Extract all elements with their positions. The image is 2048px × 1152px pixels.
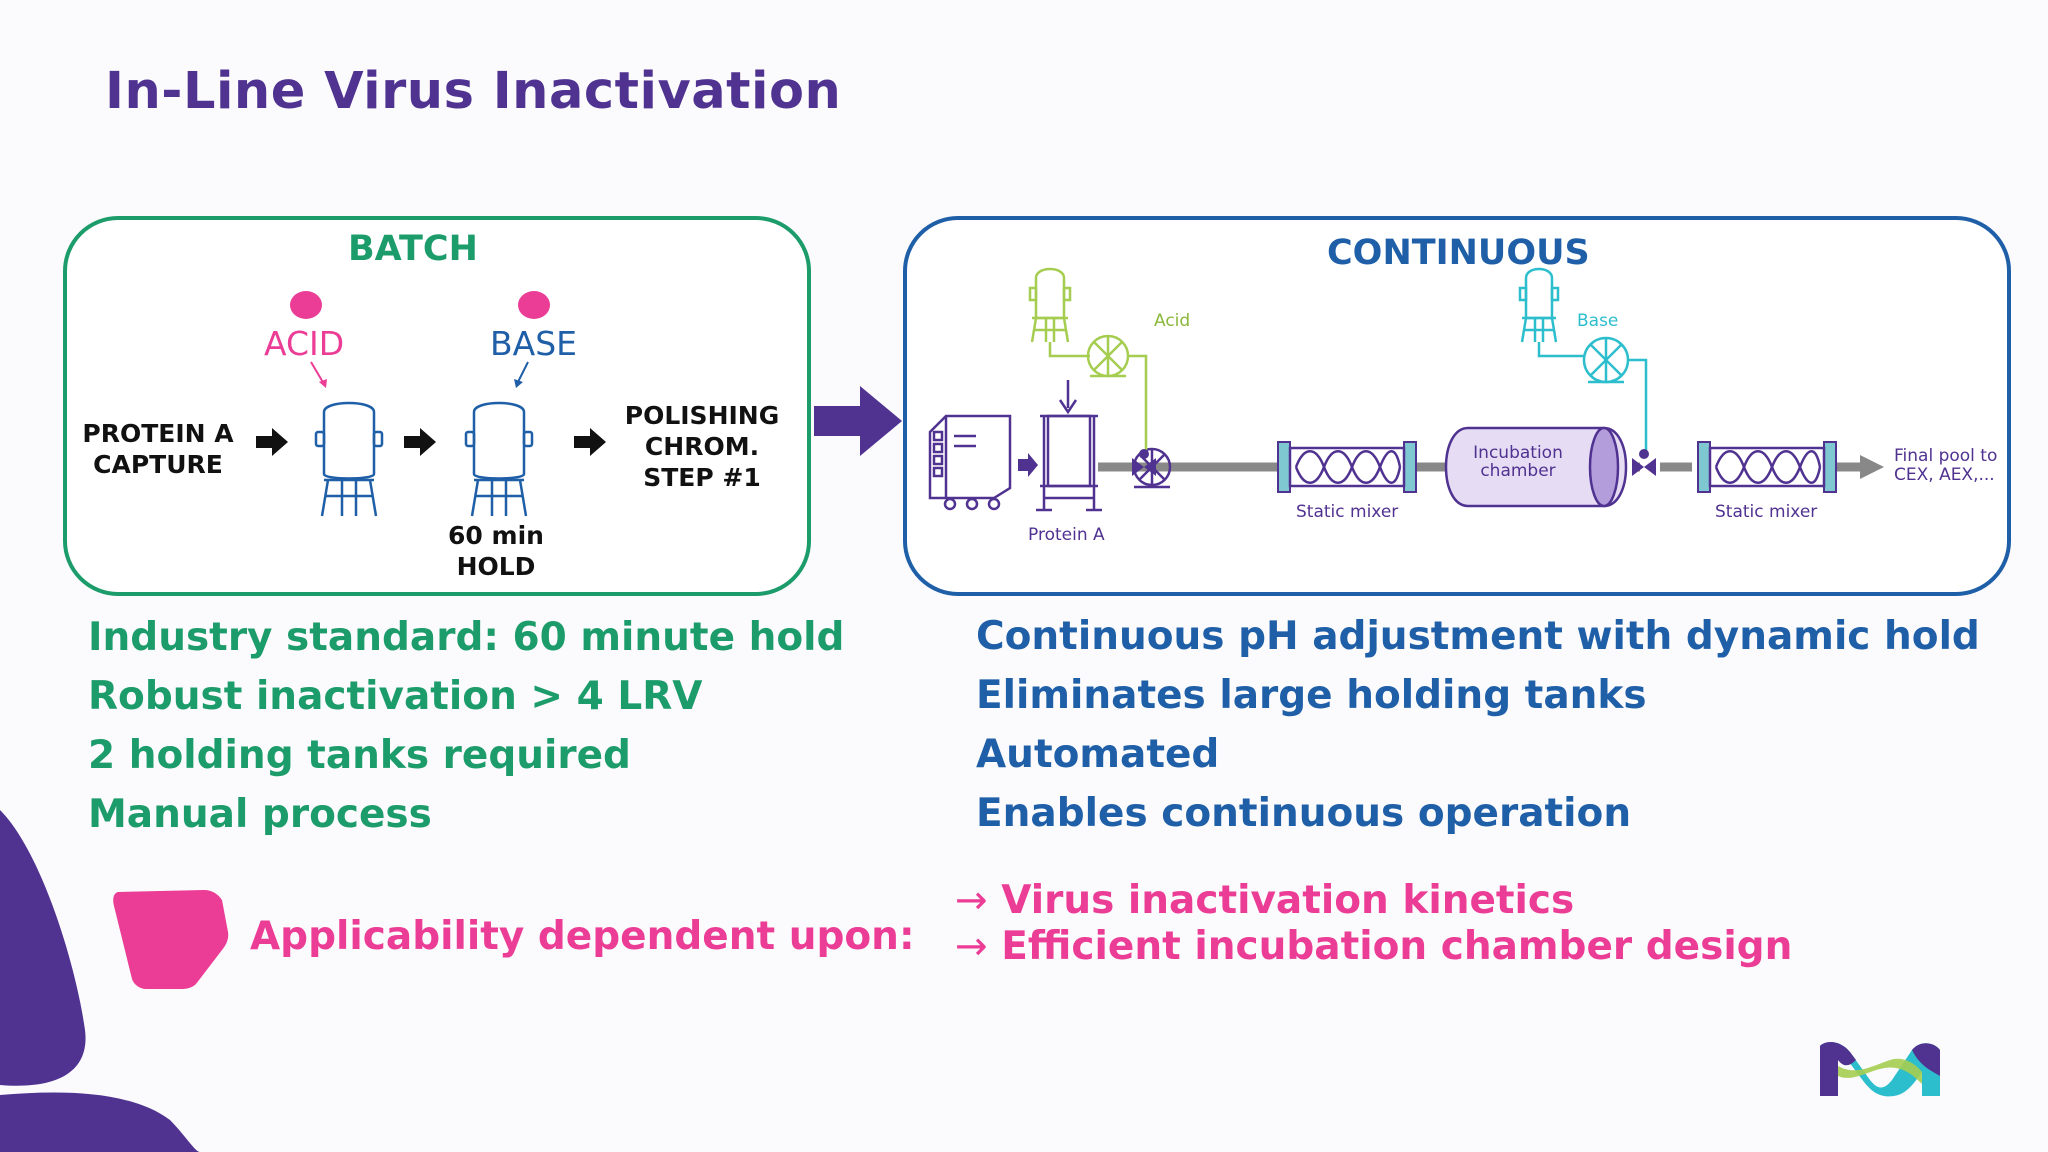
capture-line-1: PROTEIN A — [82, 419, 234, 448]
protein-a-capture-label: PROTEIN A CAPTURE — [74, 418, 242, 480]
polish-line-2: CHROM. — [644, 432, 760, 461]
page-title: In-Line Virus Inactivation — [105, 62, 842, 121]
batch-bullet: 2 holding tanks required — [88, 733, 631, 778]
batch-panel — [63, 216, 811, 596]
applicability-item: → Virus inactivation kinetics — [955, 878, 1792, 924]
incubation-line-1: Incubation — [1473, 443, 1563, 463]
arrow-right-icon — [574, 428, 606, 456]
applicability-item-text: Efficient incubation chamber design — [1001, 924, 1793, 969]
continuous-heading: CONTINUOUS — [1327, 233, 1590, 273]
hold-label: 60 min HOLD — [444, 520, 548, 582]
base-pointer-arrow — [514, 361, 529, 388]
final-line-1: Final pool to — [1894, 446, 1998, 466]
final-pool-label: Final pool to CEX, AEX,... — [1894, 447, 1997, 485]
continuous-bullet: Eliminates large holding tanks — [976, 673, 1647, 718]
batch-to-continuous-arrow — [814, 386, 902, 456]
batch-bullet: Industry standard: 60 minute hold — [88, 615, 845, 660]
static-mixer-1-label: Static mixer — [1296, 502, 1399, 522]
continuous-process-diagram — [928, 267, 1884, 512]
acid-pointer-arrow — [310, 361, 327, 388]
polish-line-1: POLISHING — [624, 401, 780, 430]
batch-bullets: Industry standard: 60 minute hold Robust… — [88, 608, 844, 844]
batch-bullet: Manual process — [88, 792, 432, 837]
continuous-bullet: Continuous pH adjustment with dynamic ho… — [976, 614, 1980, 659]
company-logo — [1820, 1042, 1940, 1097]
batch-bullet: Robust inactivation > 4 LRV — [88, 674, 703, 719]
hold-line-2: HOLD — [456, 552, 536, 581]
acid-tank-icon — [314, 401, 384, 517]
continuous-acid-label: Acid — [1154, 311, 1191, 331]
polishing-step-label: POLISHING CHROM. STEP #1 — [612, 400, 792, 493]
applicability-item: → Efficient incubation chamber design — [955, 924, 1792, 970]
applicability-label: Applicability dependent upon: — [250, 914, 915, 959]
arrow-right-icon — [256, 428, 288, 456]
protein-a-label: Protein A — [1028, 525, 1105, 545]
continuous-bullet: Enables continuous operation — [976, 791, 1632, 836]
continuous-bullet: Automated — [976, 732, 1220, 777]
applicability-items: → Virus inactivation kinetics → Efficien… — [955, 878, 1792, 970]
arrow-right-icon: → — [955, 924, 988, 969]
acid-drop-icon — [290, 291, 322, 319]
applicability-item-text: Virus inactivation kinetics — [1001, 878, 1575, 923]
continuous-base-label: Base — [1577, 311, 1619, 331]
decor-purple-shape — [0, 810, 200, 1152]
hold-line-1: 60 min — [448, 521, 544, 550]
batch-base-label: BASE — [490, 324, 578, 363]
arrow-right-icon: → — [955, 878, 988, 923]
incubation-chamber-label: Incubation chamber — [1450, 444, 1586, 480]
continuous-bullets: Continuous pH adjustment with dynamic ho… — [976, 607, 1980, 843]
continuous-panel — [903, 216, 2011, 596]
decor-pink-shape — [113, 890, 229, 989]
capture-line-2: CAPTURE — [93, 450, 223, 479]
batch-heading: BATCH — [348, 229, 478, 269]
arrow-right-icon — [404, 428, 436, 456]
batch-acid-label: ACID — [264, 324, 345, 363]
incubation-line-2: chamber — [1480, 461, 1556, 481]
static-mixer-2-label: Static mixer — [1715, 502, 1818, 522]
base-drop-icon — [518, 291, 550, 319]
polish-line-3: STEP #1 — [643, 463, 761, 492]
base-tank-icon — [464, 401, 534, 517]
final-line-2: CEX, AEX,... — [1894, 465, 1995, 485]
